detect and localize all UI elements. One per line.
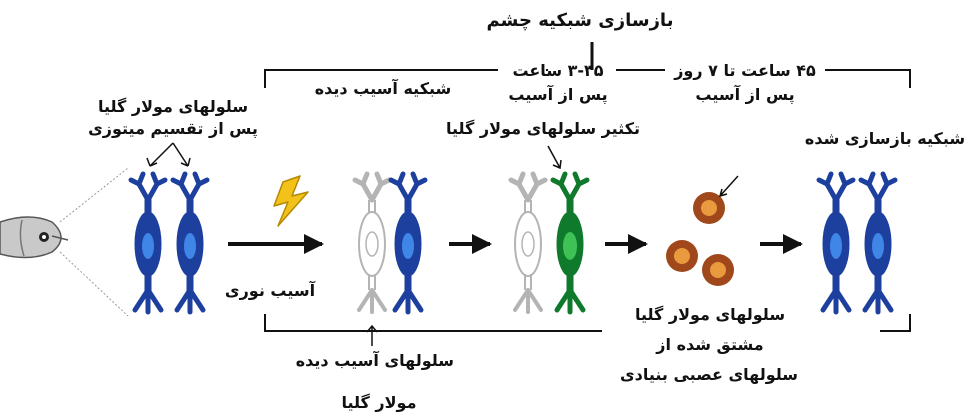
mitosis-pointer	[147, 143, 190, 166]
damaged-glia-label-line1: سلولهای آسیب دیده	[304, 350, 454, 372]
progenitor-label-line2: مشتق شده از	[622, 334, 798, 356]
lightning-bolt-icon	[274, 176, 308, 226]
progenitor-label-line3: سلولهای عصبی بنیادی	[622, 364, 798, 386]
fish-icon	[0, 168, 128, 316]
proliferation-label: تکثیر سلولهای مولار گلیا	[450, 118, 640, 140]
time-early-line2: پس از آسیب	[500, 84, 616, 106]
proliferation-pointer	[548, 146, 561, 168]
progenitor-pointer	[720, 176, 738, 196]
figure-title: بازسازی شبکیه چشم	[480, 10, 680, 32]
mitotic-glia-label-line1: سلولهای مولار گلیا	[78, 96, 268, 118]
mitotic-glia-label-line2: پس از تقسیم میتوزی	[78, 118, 268, 140]
progenitor-cells	[666, 192, 734, 286]
regenerated-glia-cells	[819, 174, 895, 312]
progenitor-label-line1: سلولهای مولار گلیا	[622, 304, 798, 326]
light-damage-label: آسیب نوری	[218, 280, 322, 302]
proliferating-glia-cells	[511, 174, 587, 312]
regenerated-retina-label: شبکیه بازسازی شده	[794, 128, 976, 150]
mitotic-glia-cells	[131, 174, 207, 312]
damaged-pointer	[367, 326, 377, 346]
time-late-line1: ۴۵ ساعت تا ۷ روز	[665, 60, 825, 82]
damaged-retina-label: شبکیه آسیب دیده	[298, 78, 468, 100]
time-late-line2: پس از آسیب	[665, 84, 825, 106]
time-early-line1: ۳-۳۵ ساعت	[500, 60, 616, 82]
damaged-glia-label-line2: مولار گلیا	[304, 392, 454, 414]
damaged-glia-cells	[355, 174, 425, 312]
